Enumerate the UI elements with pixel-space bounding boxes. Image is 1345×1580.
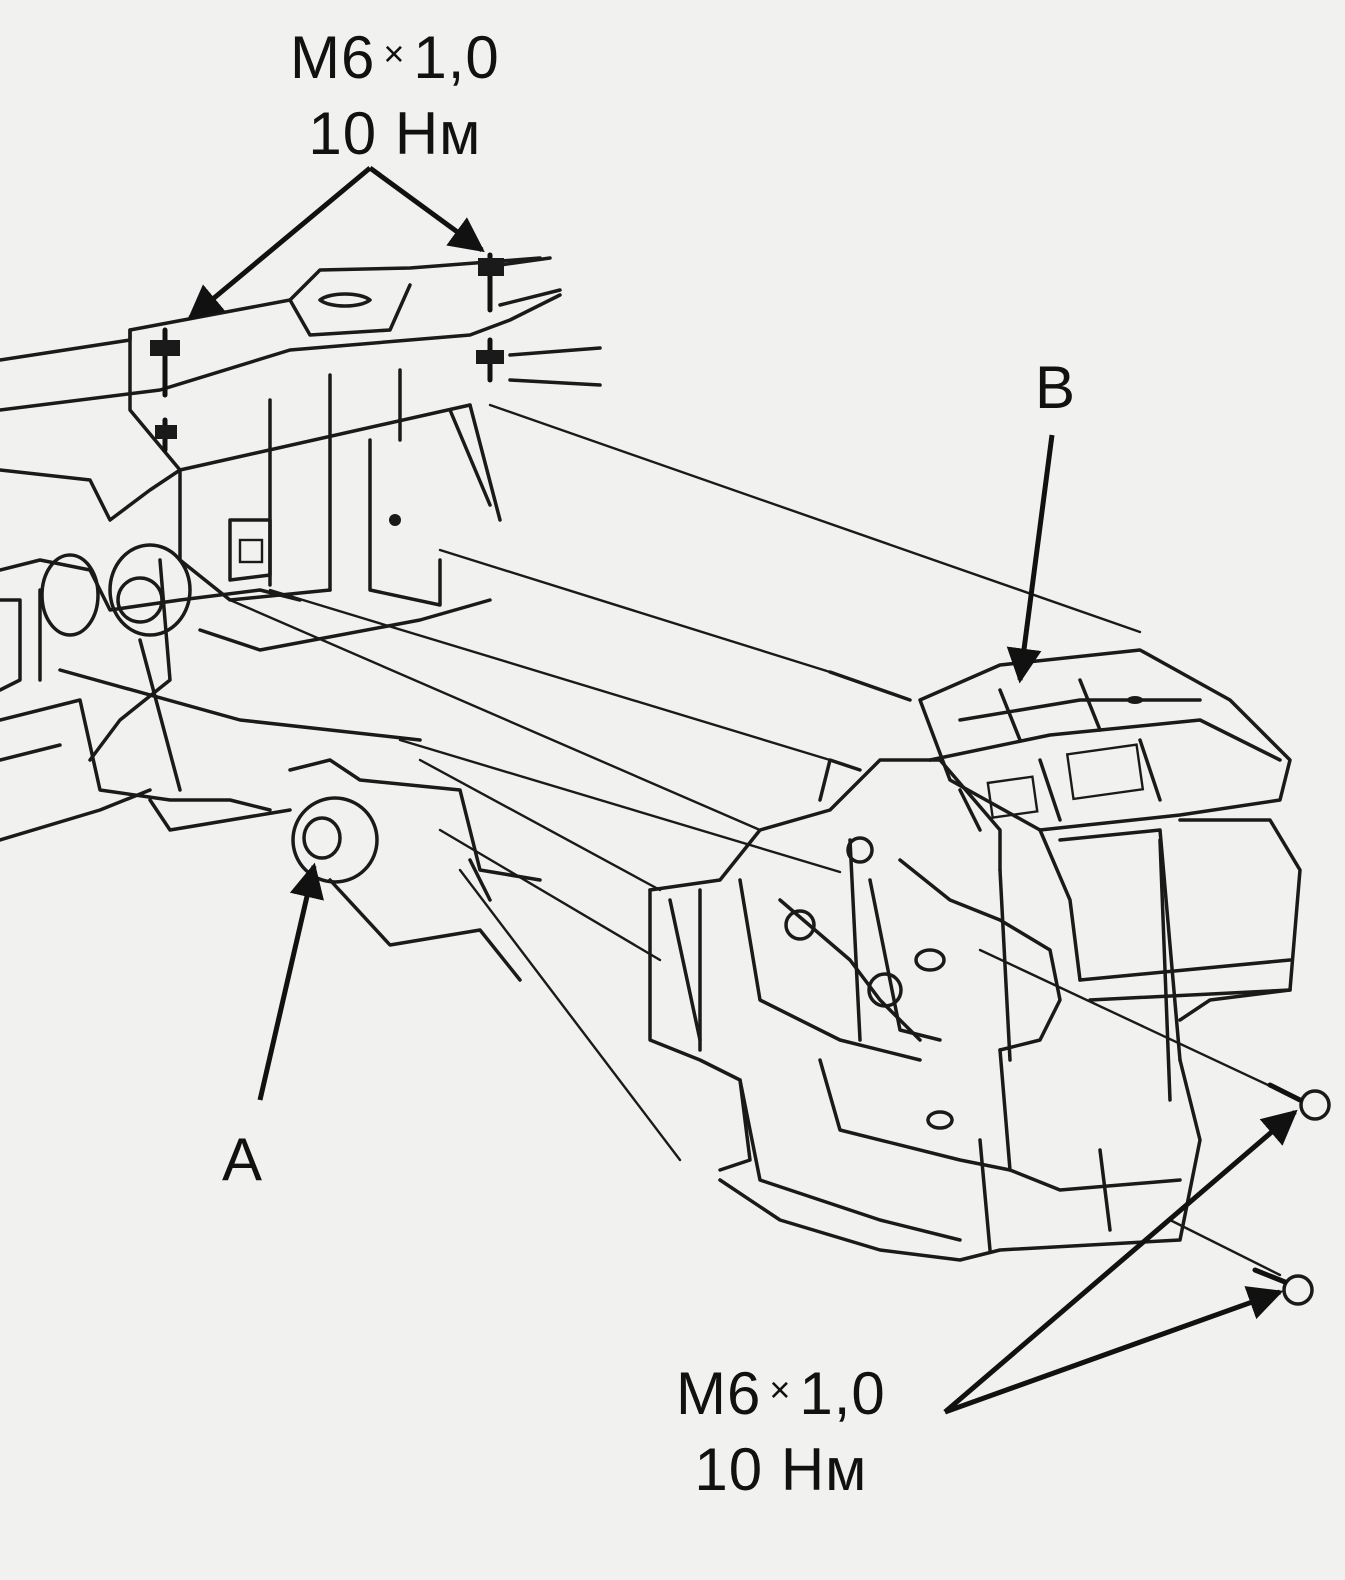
- bottom-bolt-spec-label: M6×1,0 10 Нм: [676, 1364, 886, 1516]
- top-bolt-size: M6×1,0: [290, 28, 500, 88]
- bottom-bolt-thread: M6: [676, 1360, 762, 1427]
- top-bolt-spec-label: M6×1,0 10 Нм: [290, 28, 500, 180]
- part-a-label: A: [222, 1126, 264, 1193]
- bottom-bolt-times: ×: [769, 1369, 792, 1410]
- callout-arrows: [187, 165, 1298, 1415]
- top-bolt-torque: 10 Нм: [308, 100, 482, 167]
- heater-unit: [648, 648, 1302, 1262]
- alignment-lines: [228, 403, 1302, 1277]
- top-bolt-pitch: 1,0: [413, 24, 500, 91]
- dashboard-frame: [0, 256, 562, 842]
- drain-hose-fitting: [148, 758, 542, 982]
- bottom-bolt-torque: 10 Нм: [694, 1436, 868, 1503]
- top-bolt-times: ×: [383, 33, 406, 74]
- part-b-label: B: [1035, 354, 1077, 421]
- bottom-bolt-pitch: 1,0: [799, 1360, 886, 1427]
- bottom-bolt-size: M6×1,0: [676, 1364, 886, 1424]
- bottom-mounting-bolts: [1252, 1082, 1331, 1306]
- top-bolt-thread: M6: [290, 24, 376, 91]
- top-mounting-bolts: [150, 252, 602, 453]
